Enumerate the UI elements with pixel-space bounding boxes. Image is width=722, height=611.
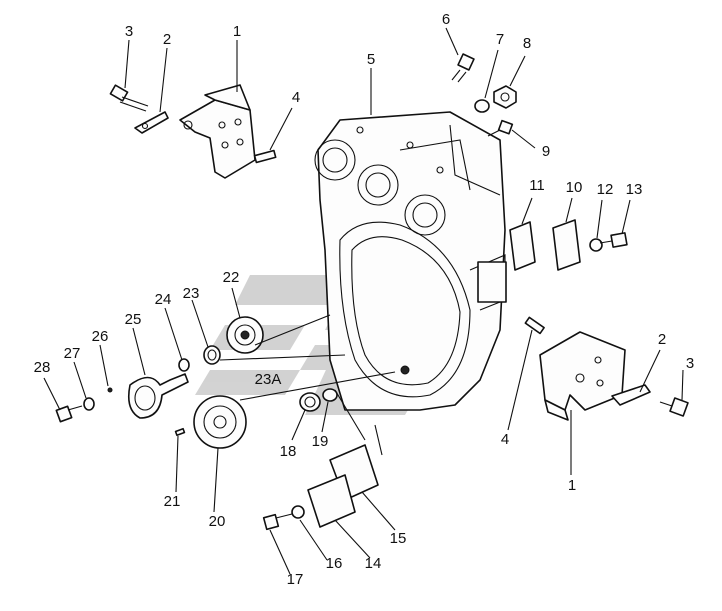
nut-8 (493, 85, 517, 109)
gear-22 (226, 316, 264, 354)
plug-18 (299, 392, 321, 412)
ring-24 (178, 358, 190, 372)
bolt-13 (599, 232, 628, 248)
engine-mount-bracket-left (179, 84, 256, 179)
callout-17: 17 (287, 571, 304, 588)
engine-mount-bracket-right (539, 331, 626, 421)
bolt-28 (55, 405, 83, 423)
gasket-10 (552, 219, 581, 271)
callout-12: 12 (597, 181, 614, 198)
bolt-17 (262, 513, 293, 531)
bolt-6 (451, 53, 475, 83)
callout-19: 19 (312, 433, 329, 450)
callout-20: 20 (209, 513, 226, 530)
callout-22: 22 (223, 269, 240, 286)
callout-16: 16 (326, 555, 343, 572)
bolt-3-right (659, 397, 689, 417)
washer-7 (474, 99, 490, 113)
callout-6: 6 (442, 11, 450, 28)
callout-4-top: 4 (292, 89, 300, 106)
callout-11: 11 (529, 177, 545, 194)
shim-2-left (134, 111, 169, 134)
callout-25: 25 (125, 311, 142, 328)
flywheel-housing (314, 111, 507, 411)
callout-1-top: 1 (233, 23, 241, 40)
callout-15: 15 (390, 530, 407, 547)
callout-26: 26 (92, 328, 109, 345)
callout-23a: 23A (255, 371, 282, 388)
callout-5: 5 (367, 51, 375, 68)
callout-13: 13 (626, 181, 643, 198)
bearing-23 (203, 345, 221, 365)
callout-7: 7 (496, 31, 504, 48)
callout-8: 8 (523, 35, 531, 52)
o-ring-19 (322, 388, 338, 402)
callout-23: 23 (183, 285, 200, 302)
callout-2-top: 2 (163, 31, 171, 48)
callout-21: 21 (164, 493, 181, 510)
leader-lines (43, 27, 684, 575)
callout-18: 18 (280, 443, 297, 460)
callout-2-right: 2 (658, 331, 666, 348)
shaft-25 (127, 373, 189, 419)
dowel-4-right (524, 316, 545, 335)
callout-3-right: 3 (686, 355, 694, 372)
callout-24: 24 (155, 291, 172, 308)
idler-gear-20 (193, 395, 247, 449)
bolt-3-left (109, 84, 149, 112)
cover-plate-14 (307, 474, 356, 528)
cover-plate-11 (509, 221, 536, 271)
callout-28: 28 (34, 359, 51, 376)
washer-27 (83, 397, 95, 411)
callout-4-right: 4 (501, 431, 509, 448)
callout-1-right: 1 (568, 477, 576, 494)
callout-9: 9 (542, 143, 550, 160)
callout-3-top: 3 (125, 23, 133, 40)
callout-labels: 1 2 3 4 5 6 7 8 9 10 11 12 13 14 15 16 1… (34, 11, 695, 588)
dowel-4-left (253, 149, 277, 164)
bolt-9 (487, 119, 514, 137)
callout-14: 14 (365, 555, 382, 572)
pin-26 (107, 387, 113, 393)
callout-27: 27 (64, 345, 81, 362)
pin-21 (174, 427, 186, 437)
washer-12 (589, 238, 603, 252)
callout-10: 10 (566, 179, 583, 196)
washer-16 (291, 505, 305, 519)
